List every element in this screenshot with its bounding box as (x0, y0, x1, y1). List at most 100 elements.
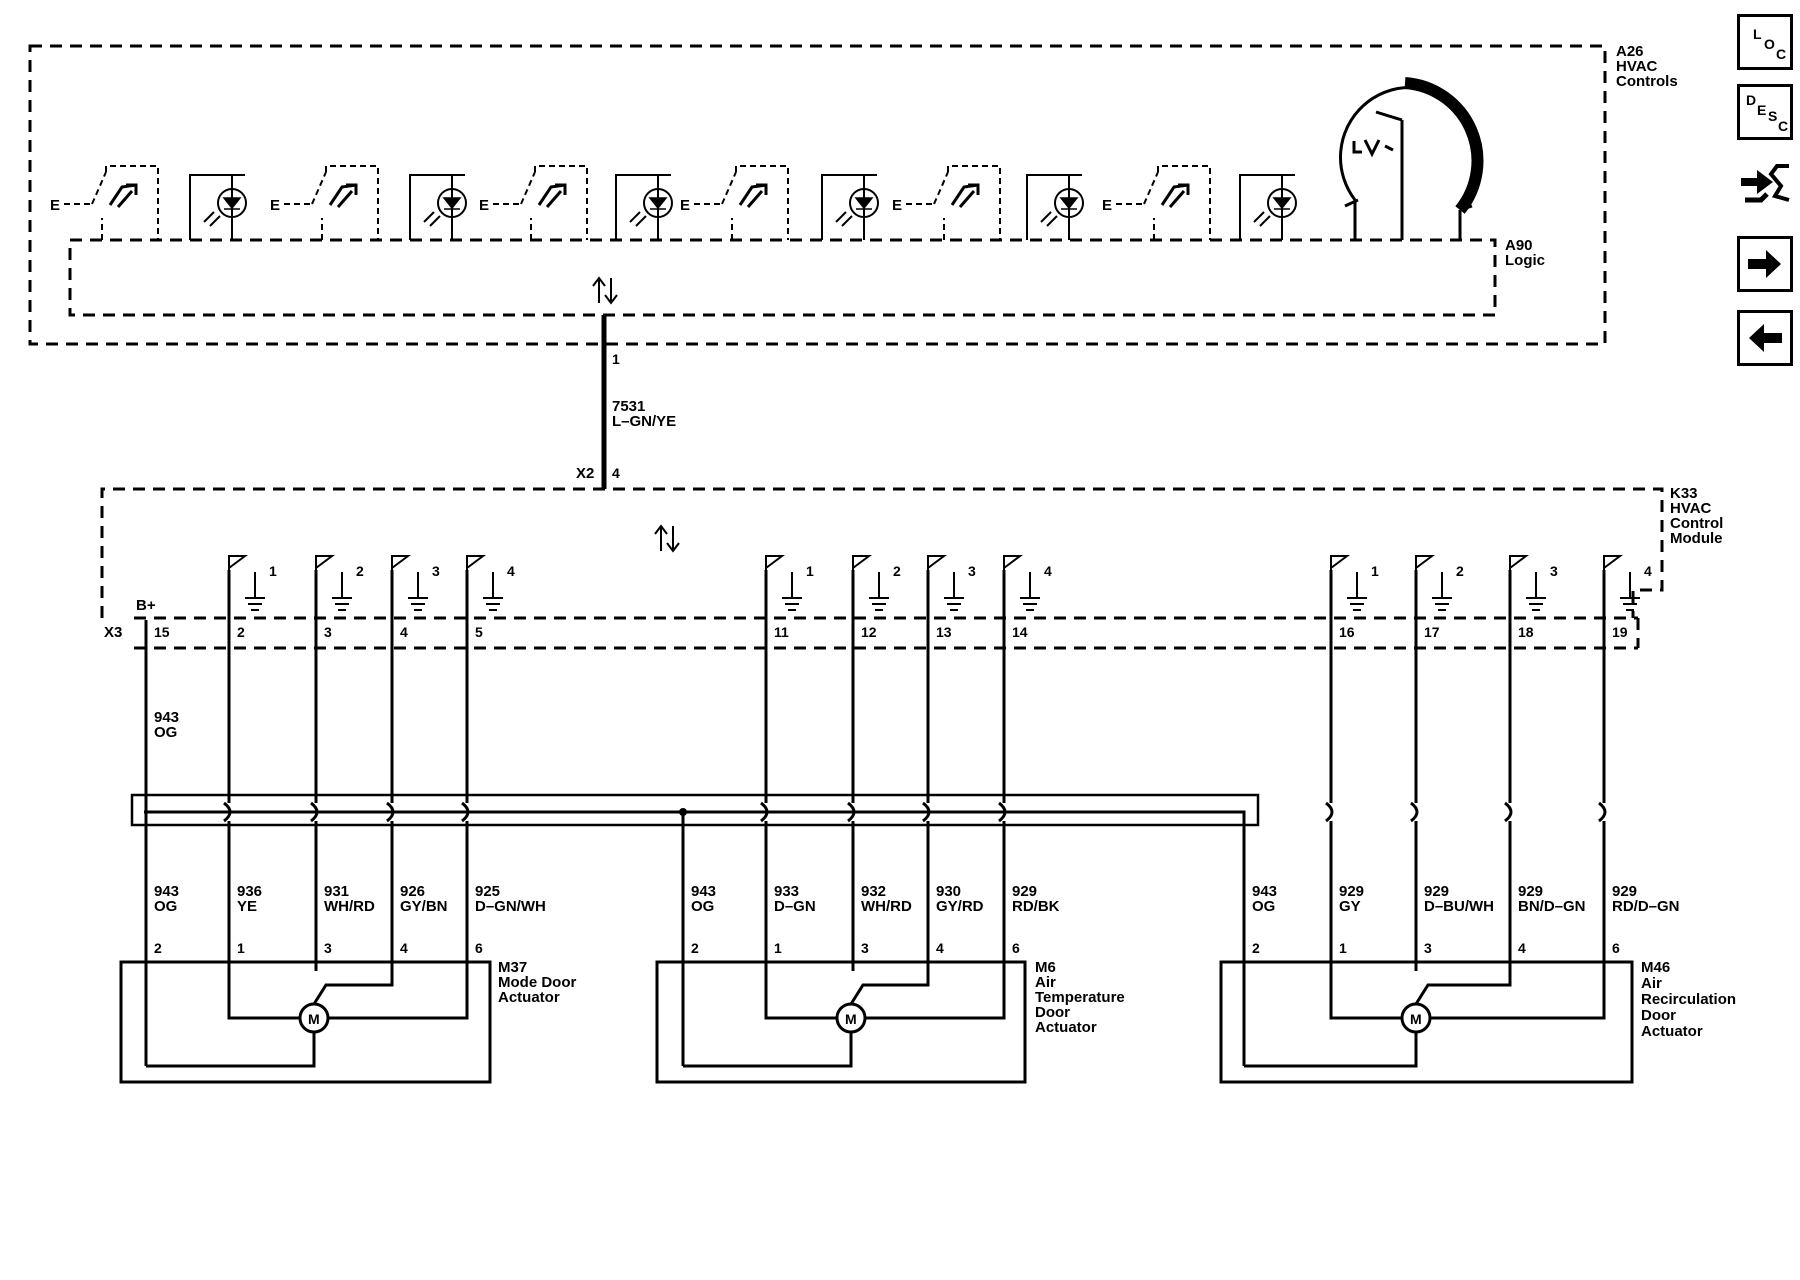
led-diode-icon-3 (648, 197, 668, 210)
driver-number-11: 3 (1550, 563, 1558, 579)
indicator-led-icon-6 (1267, 188, 1297, 218)
actuator-wire-circuit-9: 930 (936, 883, 961, 900)
ground-driver-icon-8 (1003, 555, 1040, 611)
actuator-wire-circuit-7: 933 (774, 883, 799, 900)
actuator-pin-9: 4 (936, 940, 944, 956)
m46-label-line-2: Air (1641, 975, 1662, 992)
desc-letter-4: C (1778, 118, 1789, 134)
actuator-wire-color-10: RD/BK (1012, 898, 1060, 915)
m37-motor-label: M (308, 1011, 320, 1027)
driver-number-10: 2 (1456, 563, 1464, 579)
wire-crossover-13 (922, 801, 931, 823)
actuator-wire-circuit-4: 926 (400, 883, 425, 900)
m37-label-line-2: Mode Door (498, 974, 576, 991)
a26-label-line-2: HVAC (1616, 58, 1658, 75)
m46-position-feedback (1414, 971, 1512, 1005)
actuator-pin-11: 2 (1252, 940, 1260, 956)
m46-motor-icon (1400, 1002, 1432, 1034)
wire-crossover-5 (461, 801, 470, 823)
actuator-wire-circuit-13: 929 (1424, 883, 1449, 900)
k33-pin-18: 18 (1518, 624, 1534, 640)
vehicle-icon (328, 183, 358, 208)
m37-label-line-3: Actuator (498, 989, 560, 1006)
driver-number-2: 2 (356, 563, 364, 579)
loc-button[interactable]: L O C (1737, 14, 1793, 70)
arrow-right-icon (1748, 250, 1781, 278)
actuator-wire-color-6: OG (691, 898, 714, 915)
switch-contact-3 (493, 165, 588, 240)
indicator-lead-6 (1239, 174, 1295, 240)
supply-wire-color: OG (154, 724, 177, 741)
k33-label-line-1: K33 (1670, 485, 1698, 502)
a90-label-line-1: A90 (1505, 237, 1533, 254)
switch-prefix-1: E (50, 197, 60, 214)
previous-page-button[interactable] (1737, 310, 1793, 366)
ground-driver-icon-5 (765, 555, 802, 611)
rear-defrost-icon (108, 183, 138, 208)
indicator-led-icon-1 (217, 188, 247, 218)
indicator-lead-1 (189, 174, 245, 240)
m37-motor-lead-b (329, 971, 469, 1020)
m37-actuator-box (119, 960, 492, 1084)
ground-driver-icon-6 (852, 555, 889, 611)
b-plus-label: B+ (136, 597, 156, 614)
switch-prefix-4: E (680, 197, 690, 214)
connector-icon (1741, 164, 1790, 203)
m6-label-line-4: Door (1035, 1004, 1070, 1021)
actuator-pin-14: 4 (1518, 940, 1526, 956)
a90-logic-box (68, 238, 1497, 317)
serial-wire-pin-top: 1 (612, 351, 620, 367)
m46-motor-lead-b (1431, 971, 1606, 1020)
next-page-button[interactable] (1737, 236, 1793, 292)
loc-letter-2: O (1764, 36, 1775, 52)
led-diode-icon-1 (222, 197, 242, 210)
actuator-pin-4: 4 (400, 940, 408, 956)
a26-hvac-controls-box (28, 44, 1607, 346)
led-light-rays-icon-2 (423, 211, 441, 227)
actuator-wire-color-9: GY/RD (936, 898, 984, 915)
temperature-knob-icon (1339, 77, 1484, 240)
wire-crossover-16 (1325, 801, 1334, 823)
m37-position-feedback (312, 971, 394, 1005)
indicator-led-icon-2 (437, 188, 467, 218)
desc-letter-2: E (1757, 102, 1767, 118)
loc-letter-1: L (1753, 26, 1762, 42)
driver-number-5: 1 (806, 563, 814, 579)
actuator-wire-circuit-8: 932 (861, 883, 886, 900)
m6-label-line-2: Air (1035, 974, 1056, 991)
driver-number-6: 2 (893, 563, 901, 579)
connector-view-button[interactable] (1737, 156, 1793, 212)
actuator-wire-color-1: OG (154, 898, 177, 915)
m6-label-line-1: M6 (1035, 959, 1056, 976)
driver-number-8: 4 (1044, 563, 1052, 579)
k33-pin-11: 11 (774, 624, 789, 640)
ground-driver-icon-1 (228, 555, 265, 611)
actuator-wire-circuit-3: 931 (324, 883, 349, 900)
m46-actuator-box (1219, 960, 1634, 1084)
actuator-wire-color-3: WH/RD (324, 898, 375, 915)
indicator-led-icon-4 (849, 188, 879, 218)
serial-wire-pin-bottom: 4 (612, 465, 620, 481)
wire-crossover-4 (386, 801, 395, 823)
m6-motor-lead-b (866, 971, 1006, 1020)
actuator-pin-5: 6 (475, 940, 483, 956)
led-diode-icon-6 (1272, 197, 1292, 210)
m6-position-feedback (849, 971, 930, 1005)
m46-motor-lead-a (1329, 971, 1401, 1020)
actuator-wire-circuit-1: 943 (154, 883, 179, 900)
k33-pin-14: 14 (1012, 624, 1028, 640)
wire-crossover-12 (847, 801, 856, 823)
desc-button[interactable]: D E S C (1737, 84, 1793, 140)
wire-crossover-3 (310, 801, 319, 823)
ground-driver-icon-7 (927, 555, 964, 611)
actuator-wire-color-2: YE (237, 898, 257, 915)
x2-connector-label: X2 (576, 465, 594, 482)
switch-prefix-6: E (1102, 197, 1112, 214)
k33-pin-19: 19 (1612, 624, 1628, 640)
wire-crossover-18 (1504, 801, 1513, 823)
switch-prefix-5: E (892, 197, 902, 214)
m46-label-line-5: Actuator (1641, 1023, 1703, 1040)
led-light-rays-icon-3 (629, 211, 647, 227)
switch-contact-2 (284, 165, 379, 240)
k33-pin-12: 12 (861, 624, 877, 640)
